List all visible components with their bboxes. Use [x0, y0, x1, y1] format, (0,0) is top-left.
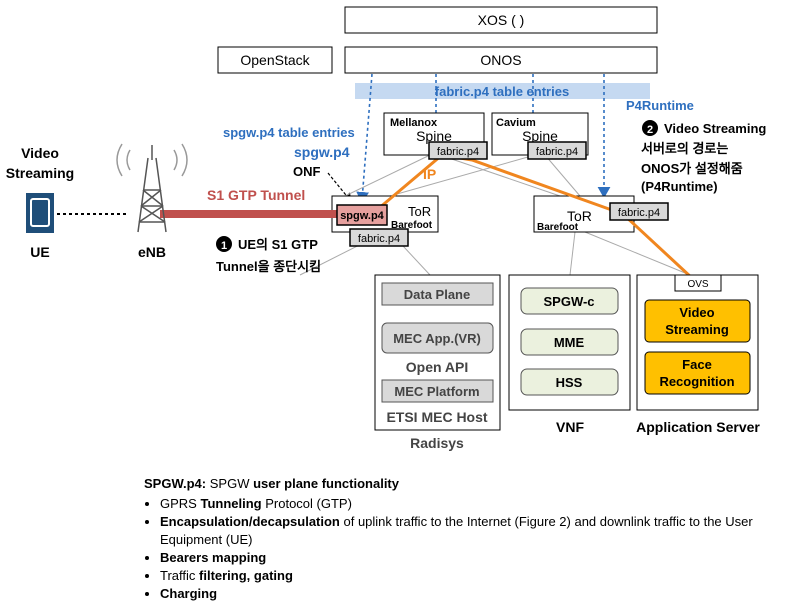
spgw-chip: spgw.p4	[336, 204, 388, 226]
tor-right-label: ToR	[567, 208, 592, 224]
hss-label: HSS	[556, 375, 583, 390]
radisys-caption: Radisys	[410, 435, 464, 451]
xos-box: XOS ( )	[344, 6, 658, 34]
callout-1: 1 UE의 S1 GTP Tunnel을 종단시킴	[216, 236, 321, 274]
app-video-line1: Video	[679, 305, 714, 320]
spgw-entries-label: spgw.p4 table entries	[223, 125, 355, 140]
onf-arrow	[327, 172, 352, 202]
p4runtime-label: P4Runtime	[626, 98, 694, 113]
callout-1-line1: UE의 S1 GTP	[238, 237, 318, 252]
spgw-notes-list: GPRS Tunneling Protocol (GTP) Encapsulat…	[144, 495, 804, 603]
onos-box: ONOS	[344, 46, 658, 74]
app-face-line2: Recognition	[659, 374, 734, 389]
mme-label: MME	[554, 335, 585, 350]
application-server-box: OVS Video Streaming Face Recognition	[636, 274, 759, 411]
callout-2-line2: 서버로의 경로는	[641, 141, 728, 156]
fabric-entries-bar: fabric.p4 table entries	[355, 83, 650, 99]
open-api-label: Open API	[406, 359, 469, 375]
application-server-caption: Application Server	[636, 419, 760, 435]
openstack-box: OpenStack	[217, 46, 333, 74]
fabric-chip-tor-left: fabric.p4	[349, 228, 409, 247]
fabric-chip-cavium-label: fabric.p4	[536, 146, 578, 158]
onos-label: ONOS	[480, 52, 521, 68]
ip-path	[370, 153, 694, 280]
ip-label: IP	[423, 166, 436, 182]
ovs-label: OVS	[687, 279, 708, 290]
vnf-box: SPGW-c MME HSS	[508, 274, 631, 411]
list-item: Bearers mapping	[160, 549, 804, 567]
list-item: Charging	[160, 585, 804, 603]
fabric-chip-tor-right-label: fabric.p4	[618, 207, 660, 219]
callout-2-number: 2	[647, 124, 653, 136]
ue-label: UE	[30, 244, 49, 260]
fabric-entries-label: fabric.p4 table entries	[435, 84, 569, 99]
spgw-p4-label: spgw.p4	[294, 144, 350, 160]
s1-gtp-tunnel: S1 GTP Tunnel	[160, 187, 340, 218]
fabric-chip-mellanox-label: fabric.p4	[437, 146, 479, 158]
list-item: GPRS Tunneling Protocol (GTP)	[160, 495, 804, 513]
fabric-chip-mellanox: fabric.p4	[428, 141, 488, 160]
mec-app-label: MEC App.(VR)	[393, 331, 481, 346]
callout-2-line4: (P4Runtime)	[641, 179, 718, 194]
fabric-chip-tor-right: fabric.p4	[609, 202, 669, 221]
xos-label: XOS ( )	[478, 12, 525, 28]
mellanox-role: Spine	[416, 128, 452, 144]
app-face-line1: Face	[682, 357, 712, 372]
callout-1-number: 1	[221, 240, 227, 252]
tor-right-vendor: Barefoot	[537, 222, 579, 233]
app-video-line2: Streaming	[665, 322, 729, 337]
data-plane-label: Data Plane	[404, 287, 470, 302]
openstack-label: OpenStack	[240, 52, 310, 68]
spgw-notes-title: SPGW.p4: SPGW user plane functionality	[144, 475, 804, 493]
spgw-notes: SPGW.p4: SPGW user plane functionality G…	[144, 475, 804, 603]
onf-label: ONF	[293, 164, 321, 179]
p4runtime-arrows	[356, 73, 611, 204]
radisys-host: Data Plane MEC App.(VR) Open API MEC Pla…	[374, 274, 501, 431]
ue-phone-icon	[26, 193, 54, 233]
list-item: Encapsulation/decapsulation of uplink tr…	[160, 513, 804, 549]
callout-2-line1: Video Streaming	[664, 121, 766, 136]
ue-video-line2: Streaming	[6, 165, 74, 181]
mellanox-vendor: Mellanox	[390, 117, 438, 129]
callout-2: 2 Video Streaming 서버로의 경로는 ONOS가 설정해줌 (P…	[641, 120, 766, 194]
s1-tunnel-label: S1 GTP Tunnel	[207, 187, 305, 203]
enb-tower-icon	[116, 143, 188, 233]
mec-platform-label: MEC Platform	[394, 384, 479, 399]
etsi-mec-host-label: ETSI MEC Host	[386, 409, 487, 425]
list-item: Traffic filtering, gating	[160, 567, 804, 585]
fabric-chip-cavium: fabric.p4	[527, 141, 587, 160]
spgw-c-label: SPGW-c	[543, 294, 594, 309]
spgw-chip-label: spgw.p4	[340, 210, 384, 222]
ue-video-line1: Video	[21, 145, 59, 161]
cavium-vendor: Cavium	[496, 117, 536, 129]
notes-title-bold: SPGW.p4:	[144, 476, 207, 491]
tor-right: ToR Barefoot	[533, 195, 635, 233]
fabric-chip-tor-left-label: fabric.p4	[358, 233, 400, 245]
tor-left-label: ToR	[408, 204, 431, 219]
callout-2-line3: ONOS가 설정해줌	[641, 161, 743, 176]
cavium-role: Spine	[522, 128, 558, 144]
vnf-caption: VNF	[556, 419, 584, 435]
enb-label: eNB	[138, 244, 166, 260]
callout-1-line2: Tunnel을 종단시킴	[216, 259, 321, 274]
notes-title-mid: SPGW	[206, 476, 254, 491]
notes-title-tail: user plane functionality	[253, 476, 399, 491]
tor-left-vendor: Barefoot	[391, 220, 433, 231]
